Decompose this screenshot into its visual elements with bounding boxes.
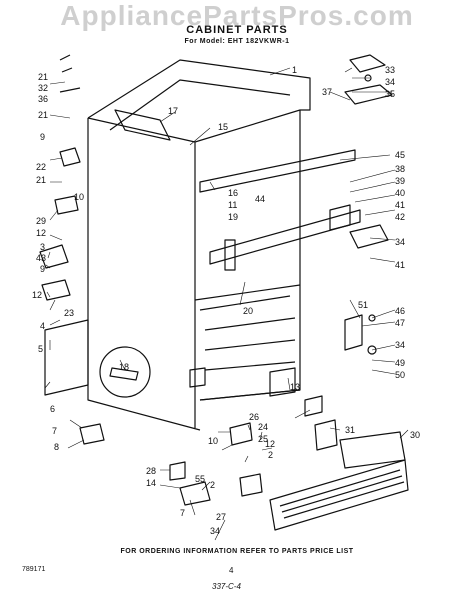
callout-34: 34 <box>395 340 405 350</box>
callout-21: 21 <box>36 175 46 185</box>
inset-detail <box>99 346 151 398</box>
callout-2: 2 <box>268 450 273 460</box>
callout-26: 26 <box>249 412 259 422</box>
callout-7: 7 <box>52 426 57 436</box>
callout-19: 19 <box>228 212 238 222</box>
callout-34: 34 <box>395 237 405 247</box>
callout-31: 31 <box>345 425 355 435</box>
callout-45: 45 <box>395 150 405 160</box>
callout-28: 28 <box>146 466 156 476</box>
callout-46: 46 <box>395 306 405 316</box>
callout-27: 27 <box>216 512 226 522</box>
callout-50: 50 <box>395 370 405 380</box>
callout-20: 20 <box>243 306 253 316</box>
callout-17: 17 <box>168 106 178 116</box>
callout-4: 4 <box>40 321 45 331</box>
callout-44: 44 <box>255 194 265 204</box>
callout-39: 39 <box>395 176 405 186</box>
callout-43: 43 <box>36 253 46 263</box>
callout-12: 12 <box>32 290 42 300</box>
callout-47: 47 <box>395 318 405 328</box>
callout-10: 10 <box>208 436 218 446</box>
ordering-note: FOR ORDERING INFORMATION REFER TO PARTS … <box>120 548 354 555</box>
leader-lines <box>44 67 409 541</box>
callout-23: 23 <box>64 308 74 318</box>
callout-35: 35 <box>385 89 395 99</box>
callout-41: 41 <box>395 200 405 210</box>
left-parts <box>39 54 171 445</box>
callout-34: 34 <box>385 77 395 87</box>
callout-12: 12 <box>265 439 275 449</box>
callout-21: 21 <box>38 110 48 120</box>
callout-40: 40 <box>395 188 405 198</box>
mid-bracket <box>344 224 389 355</box>
part-callouts: 1 33 34 35 37 45 38 39 40 41 42 34 41 51… <box>32 65 420 536</box>
callout-6: 6 <box>50 404 55 414</box>
callout-33: 33 <box>385 65 395 75</box>
callout-5: 5 <box>38 344 43 354</box>
callout-41: 41 <box>395 260 405 270</box>
callout-42: 42 <box>395 212 405 222</box>
callout-15: 15 <box>218 122 228 132</box>
callout-13: 13 <box>290 382 300 392</box>
callout-34: 34 <box>210 526 220 536</box>
callout-7: 7 <box>180 508 185 518</box>
callout-11: 11 <box>228 200 237 210</box>
cabinet-shell <box>87 59 311 431</box>
callout-9: 9 <box>40 132 45 142</box>
callout-32: 32 <box>38 83 48 93</box>
callout-16: 16 <box>228 188 238 198</box>
callout-55: 55 <box>195 474 205 484</box>
callout-18: 18 <box>119 362 129 372</box>
callout-37: 37 <box>322 87 332 97</box>
callout-49: 49 <box>395 358 405 368</box>
watermark: AppliancePartsPros.com <box>60 0 414 31</box>
callout-1: 1 <box>292 65 297 75</box>
callout-21: 21 <box>38 72 48 82</box>
callout-38: 38 <box>395 164 405 174</box>
callout-14: 14 <box>146 478 156 488</box>
callout-25: 25 <box>258 434 268 444</box>
document-code: 789171 <box>22 566 46 573</box>
page-number: 4 <box>229 566 234 575</box>
handwritten-code: 337-C-4 <box>212 582 241 591</box>
callout-22: 22 <box>36 162 46 172</box>
callout-12: 12 <box>36 228 46 238</box>
callout-9: 9 <box>40 264 45 274</box>
diagram-title: CABINET PARTS <box>186 24 288 36</box>
callout-2: 2 <box>210 480 215 490</box>
callout-8: 8 <box>54 442 59 452</box>
model-line: For Model: EHT 182VKWR-1 <box>184 38 290 45</box>
callout-3: 3 <box>40 242 45 252</box>
callout-36: 36 <box>38 94 48 104</box>
callout-51: 51 <box>358 300 368 310</box>
callout-10: 10 <box>74 192 84 202</box>
callout-30: 30 <box>410 430 420 440</box>
callout-24: 24 <box>258 422 268 432</box>
bottom-parts <box>169 367 409 531</box>
cross-rail <box>199 149 361 271</box>
callout-29: 29 <box>36 216 46 226</box>
